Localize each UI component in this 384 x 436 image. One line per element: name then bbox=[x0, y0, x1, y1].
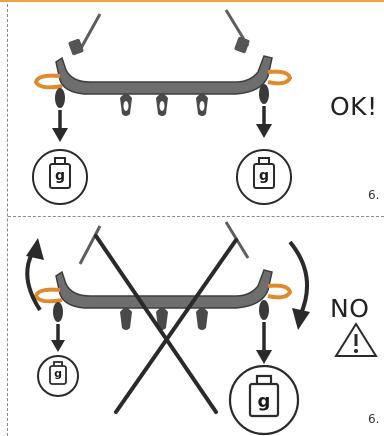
panel-divider bbox=[8, 216, 384, 217]
vertical-divider bbox=[7, 4, 8, 436]
weight-left-icon bbox=[32, 149, 88, 205]
bottom-step-number: 6. bbox=[368, 412, 380, 426]
rotation-arrow-left-icon bbox=[25, 248, 42, 312]
connectors bbox=[53, 300, 269, 322]
harness-bar-tilted bbox=[55, 269, 273, 309]
gear-loops bbox=[120, 94, 208, 116]
bottom-weight-large-label: g bbox=[257, 391, 271, 412]
rotation-arrow-right-icon bbox=[288, 240, 310, 317]
weight-small-icon bbox=[37, 355, 79, 397]
top-step-number: 6. bbox=[368, 188, 380, 202]
bottom-weight-small-label: g bbox=[54, 367, 62, 380]
connectors bbox=[55, 84, 269, 108]
accent-rule bbox=[0, 0, 384, 2]
ok-verdict: OK! bbox=[330, 92, 378, 121]
rotation-arrowhead-left bbox=[26, 238, 44, 260]
top-panel-illustration bbox=[32, 9, 293, 205]
rotation-arrowhead-right bbox=[292, 308, 310, 330]
top-weight-right-label: g bbox=[258, 168, 270, 184]
no-verdict: NO bbox=[330, 294, 370, 323]
orange-loops bbox=[33, 283, 293, 304]
weight-right-icon bbox=[236, 149, 292, 205]
warning-triangle-icon bbox=[334, 322, 378, 357]
orange-loops bbox=[33, 69, 293, 90]
weight-large-icon bbox=[228, 364, 300, 436]
harness-bar bbox=[55, 36, 273, 95]
load-arrows bbox=[52, 106, 272, 142]
gear-loops bbox=[120, 308, 208, 330]
prohibited-x-icon bbox=[94, 234, 238, 414]
bottom-panel-illustration bbox=[25, 221, 378, 436]
top-weight-left-label: g bbox=[54, 168, 66, 184]
load-arrows bbox=[51, 322, 272, 364]
suspension-cords bbox=[78, 9, 250, 51]
